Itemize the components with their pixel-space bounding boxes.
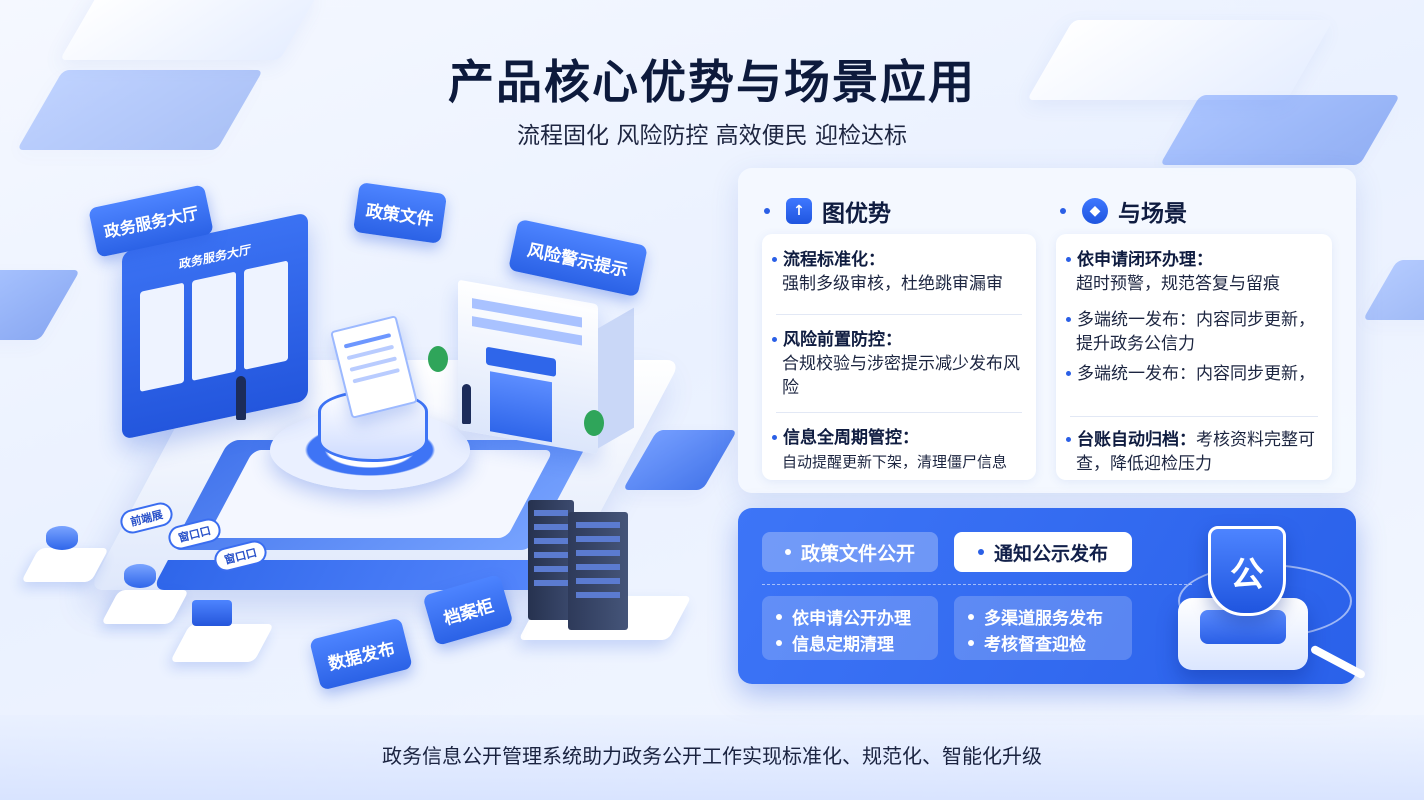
bullet-dot xyxy=(1066,437,1071,442)
server-rack-icon xyxy=(568,512,628,630)
scenario-item: 依申请闭环办理： 超时预警，规范答复与留痕 xyxy=(1066,248,1318,296)
scenario-title: 多端统一发布： xyxy=(1077,310,1196,330)
bullet-dot xyxy=(772,337,777,342)
divider xyxy=(1070,416,1318,417)
scene-box-item: 多渠道服务发布 xyxy=(984,609,1103,629)
shield-glyph: 公 xyxy=(1230,554,1264,595)
upload-icon: ↑ xyxy=(786,198,812,224)
advantage-item: 流程标准化： 强制多级审核，杜绝跳审漏审 xyxy=(772,248,1022,296)
advantage-title: 风险前置防控： xyxy=(783,330,902,350)
scene-box-item: 依申请公开办理 xyxy=(792,609,911,629)
bg-tile xyxy=(0,270,81,340)
building-icon xyxy=(458,279,598,455)
advantages-title: 图优势 xyxy=(822,201,891,227)
floor-stripe xyxy=(622,430,738,490)
bullet-dot xyxy=(772,257,777,262)
scene-box-right: 多渠道服务发布 考核督查迎检 xyxy=(954,596,1132,660)
bullet-dot xyxy=(977,549,984,555)
bullet-dot xyxy=(1066,317,1071,322)
scenarios-card: 依申请闭环办理： 超时预警，规范答复与留痕 多端统一发布：内容同步更新，提升政务… xyxy=(1056,234,1332,480)
bullet-dot xyxy=(1066,371,1071,376)
advantages-card: 流程标准化： 强制多级审核，杜绝跳审漏审 风险前置防控： 合规校验与涉密提示减少… xyxy=(762,234,1036,480)
bg-tile xyxy=(1362,260,1424,320)
scene-pill: 政策文件公开 xyxy=(762,532,938,572)
advantage-desc: 合规校验与涉密提示减少发布风险 xyxy=(782,354,1020,398)
bullet-dot xyxy=(776,613,782,620)
scenario-desc: 内容同步更新， xyxy=(1196,364,1315,384)
scenario-item: 多端统一发布：内容同步更新， xyxy=(1066,362,1318,386)
scenario-desc: 超时预警，规范答复与留痕 xyxy=(1076,274,1280,294)
bullet-dot xyxy=(784,549,791,555)
dashed-divider xyxy=(762,584,1192,585)
page-subtitle: 流程固化 风险防控 高效便民 迎检达标 xyxy=(517,123,907,149)
advantage-desc: 自动提醒更新下架，清理僵尸信息 xyxy=(782,453,1008,471)
bullet-dot xyxy=(1066,257,1071,262)
scenario-title: 多端统一发布： xyxy=(1077,364,1196,384)
server-rack-icon xyxy=(528,500,574,620)
advantage-title: 信息全周期管控： xyxy=(783,428,919,448)
scenario-item: 台账自动归档：考核资料完整可查，降低迎检压力 xyxy=(1066,428,1318,476)
bullet-dot xyxy=(764,208,770,214)
shield-icon: 公 xyxy=(1208,526,1286,616)
scenario-desc: 考核资料完整可查，降低迎检压力 xyxy=(1076,430,1315,474)
scenario-desc: 内容同步更新，提升政务公信力 xyxy=(1076,310,1315,354)
scene-box-left: 依申请公开办理 信息定期清理 xyxy=(762,596,938,660)
scene-pill-label: 通知公示发布 xyxy=(993,542,1108,565)
bullet-dot xyxy=(968,613,974,620)
bullet-dot xyxy=(968,639,974,646)
bullet-dot xyxy=(1060,208,1066,214)
scenario-title: 台账自动归档： xyxy=(1077,430,1196,450)
advantages-header: ↑ 图优势 xyxy=(764,194,891,228)
label-data-publish: 数据发布 xyxy=(309,617,413,691)
node-platform xyxy=(169,624,275,662)
scene-pill: 通知公示发布 xyxy=(954,532,1132,572)
footer-band xyxy=(0,715,1424,800)
cable xyxy=(1309,644,1367,680)
advantages-panel: ↑ 图优势 ◆ 与场景 流程标准化： 强制多级审核，杜绝跳审漏审 风险前置防控：… xyxy=(738,168,1356,493)
label-risk-warning: 风险警示提示 xyxy=(508,218,648,298)
tree-icon xyxy=(584,410,604,436)
scene-box-item: 信息定期清理 xyxy=(792,635,894,655)
page-title: 产品核心优势与场景应用 xyxy=(448,55,976,109)
bullet-dot xyxy=(776,639,782,646)
divider xyxy=(776,314,1022,315)
advantage-item: 信息全周期管控： 自动提醒更新下架，清理僵尸信息 xyxy=(772,426,1022,474)
node-icon xyxy=(124,564,156,588)
label-policy-docs: 政策文件 xyxy=(352,182,448,244)
node-platform xyxy=(100,590,190,624)
tree-icon xyxy=(428,346,448,372)
shield-icon: ◆ xyxy=(1082,198,1108,224)
person-icon xyxy=(236,376,246,420)
scene-box-item: 考核督查迎检 xyxy=(984,635,1086,655)
advantage-item: 风险前置防控： 合规校验与涉密提示减少发布风险 xyxy=(772,328,1022,400)
divider xyxy=(776,412,1022,413)
scenario-item: 多端统一发布：内容同步更新，提升政务公信力 xyxy=(1066,308,1318,356)
scene-pill-label: 政策文件公开 xyxy=(800,542,915,565)
scenarios-title: 与场景 xyxy=(1118,201,1187,227)
advantage-title: 流程标准化： xyxy=(783,250,885,270)
scenario-title: 依申请闭环办理： xyxy=(1077,250,1213,270)
scenarios-header: ◆ 与场景 xyxy=(1060,194,1187,228)
bullet-dot xyxy=(772,435,777,440)
node-icon xyxy=(192,600,232,626)
person-icon xyxy=(462,384,471,424)
footer-text: 政务信息公开管理系统助力政务公开工作实现标准化、规范化、智能化升级 xyxy=(382,744,1042,768)
advantage-desc: 强制多级审核，杜绝跳审漏审 xyxy=(782,274,1003,294)
scene-panel: 政策文件公开 通知公示发布 依申请公开办理 信息定期清理 多渠道服务发布 考核督… xyxy=(738,508,1367,684)
node-icon xyxy=(46,526,78,550)
